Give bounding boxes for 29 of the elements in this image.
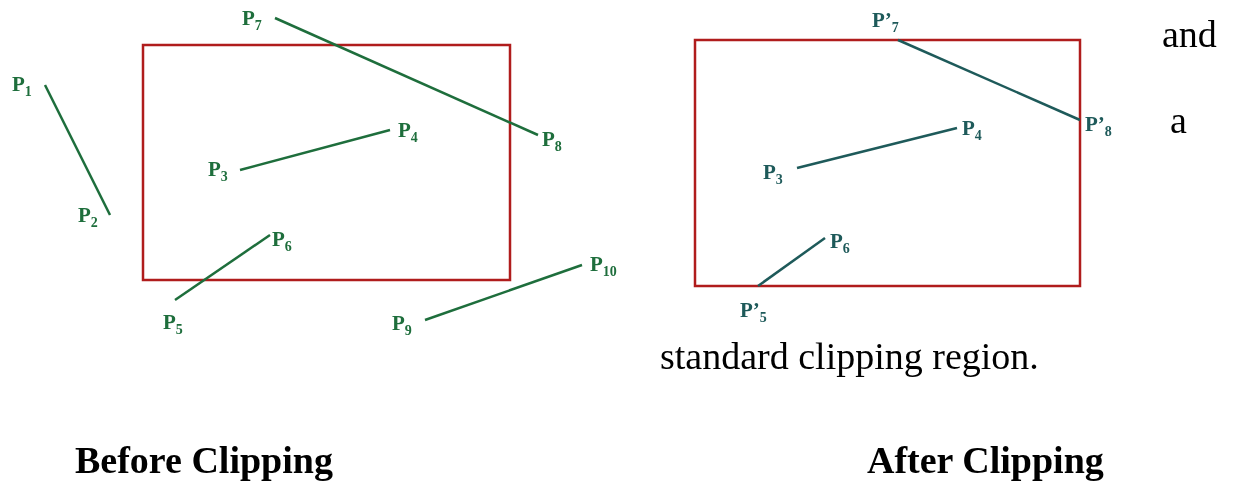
point-label: P$_{5}$: [163, 310, 183, 343]
panel-caption: After Clipping: [867, 440, 1104, 482]
point-label: P$_{6}$: [830, 229, 850, 262]
caption-text: a: [1170, 100, 1187, 142]
line-segment: [757, 237, 826, 287]
caption-text: standard clipping region.: [660, 336, 1039, 378]
point-label: P$_{8}$: [542, 127, 562, 160]
line-segment: [43, 84, 112, 216]
point-label: P$_{2}$: [78, 203, 98, 236]
point-label: P$_{7}$: [242, 6, 262, 39]
point-label: P$_{4}$: [962, 116, 982, 149]
point-label: P$_{1}$: [12, 72, 32, 105]
point-label: P’$_{8}$: [1085, 112, 1112, 145]
panel-caption: Before Clipping: [75, 440, 333, 482]
line-segment: [897, 38, 1081, 122]
point-label: P’$_{5}$: [740, 298, 767, 331]
caption-text: and: [1162, 14, 1217, 56]
point-label: P$_{3}$: [763, 160, 783, 193]
point-label: P$_{6}$: [272, 227, 292, 260]
point-label: P’$_{7}$: [872, 8, 899, 41]
line-segment: [239, 128, 391, 172]
line-segment: [174, 233, 271, 302]
point-label: P$_{9}$: [392, 311, 412, 344]
point-label: P$_{4}$: [398, 118, 418, 151]
line-segment: [796, 126, 958, 170]
point-label: P$_{3}$: [208, 157, 228, 190]
line-segment: [424, 263, 583, 322]
point-label: P$_{10}$: [590, 252, 617, 285]
line-segment: [274, 16, 539, 137]
